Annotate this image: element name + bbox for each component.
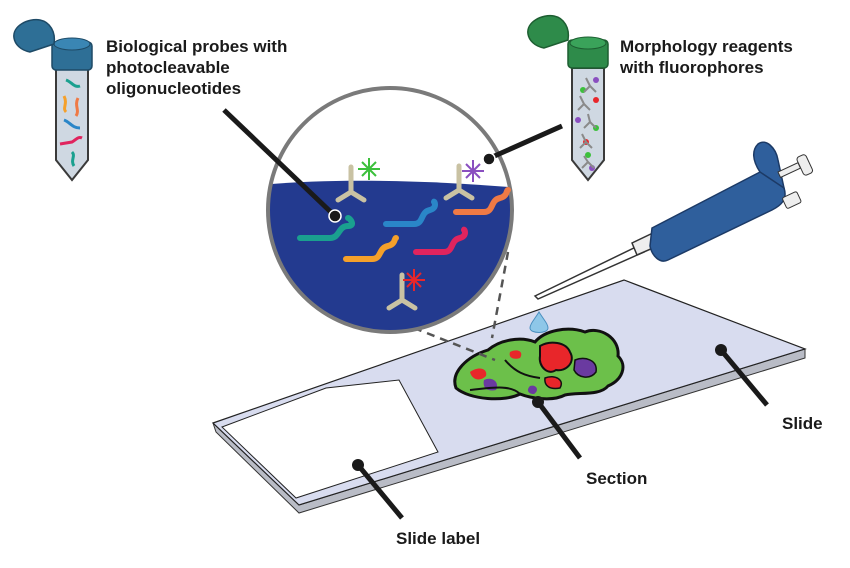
probe-magenta-icon <box>413 226 468 255</box>
pipette <box>533 141 814 300</box>
leader-line-section <box>536 400 582 460</box>
antibody-icon <box>335 164 367 203</box>
probe-coral-icon <box>453 187 511 215</box>
leader-line-probes <box>222 108 337 218</box>
probe-blue-icon <box>383 198 438 227</box>
reagent-tube <box>527 14 609 182</box>
leader-line-slide-label <box>356 463 404 520</box>
magnified-view <box>266 86 514 334</box>
probe-teal-icon <box>297 215 355 241</box>
leader-line-slide <box>719 348 769 407</box>
leader-line-morphology <box>488 123 564 161</box>
antibody-icon <box>386 272 418 311</box>
zoom-guide-line <box>413 326 496 362</box>
fluorophore-purple-icon <box>462 160 484 182</box>
tissue-section <box>453 327 625 401</box>
fluorophore-green-icon <box>358 158 380 180</box>
droplet-icon <box>529 311 549 333</box>
slide-label-area <box>221 379 439 499</box>
fluorophore-red-icon <box>403 269 425 291</box>
morphology-reagents-label: Morphology reagents with fluorophores <box>620 37 793 77</box>
zoom-guide-line <box>490 251 510 339</box>
probe-orange-icon <box>343 235 399 262</box>
slide-label-text: Slide <box>782 414 823 433</box>
probe-tube <box>13 18 93 182</box>
probes-label: Biological probes with photocleavable ol… <box>106 37 288 98</box>
slide-label-area-label: Slide label <box>396 529 481 548</box>
section-label: Section <box>586 469 648 488</box>
antibody-icon <box>443 163 475 201</box>
